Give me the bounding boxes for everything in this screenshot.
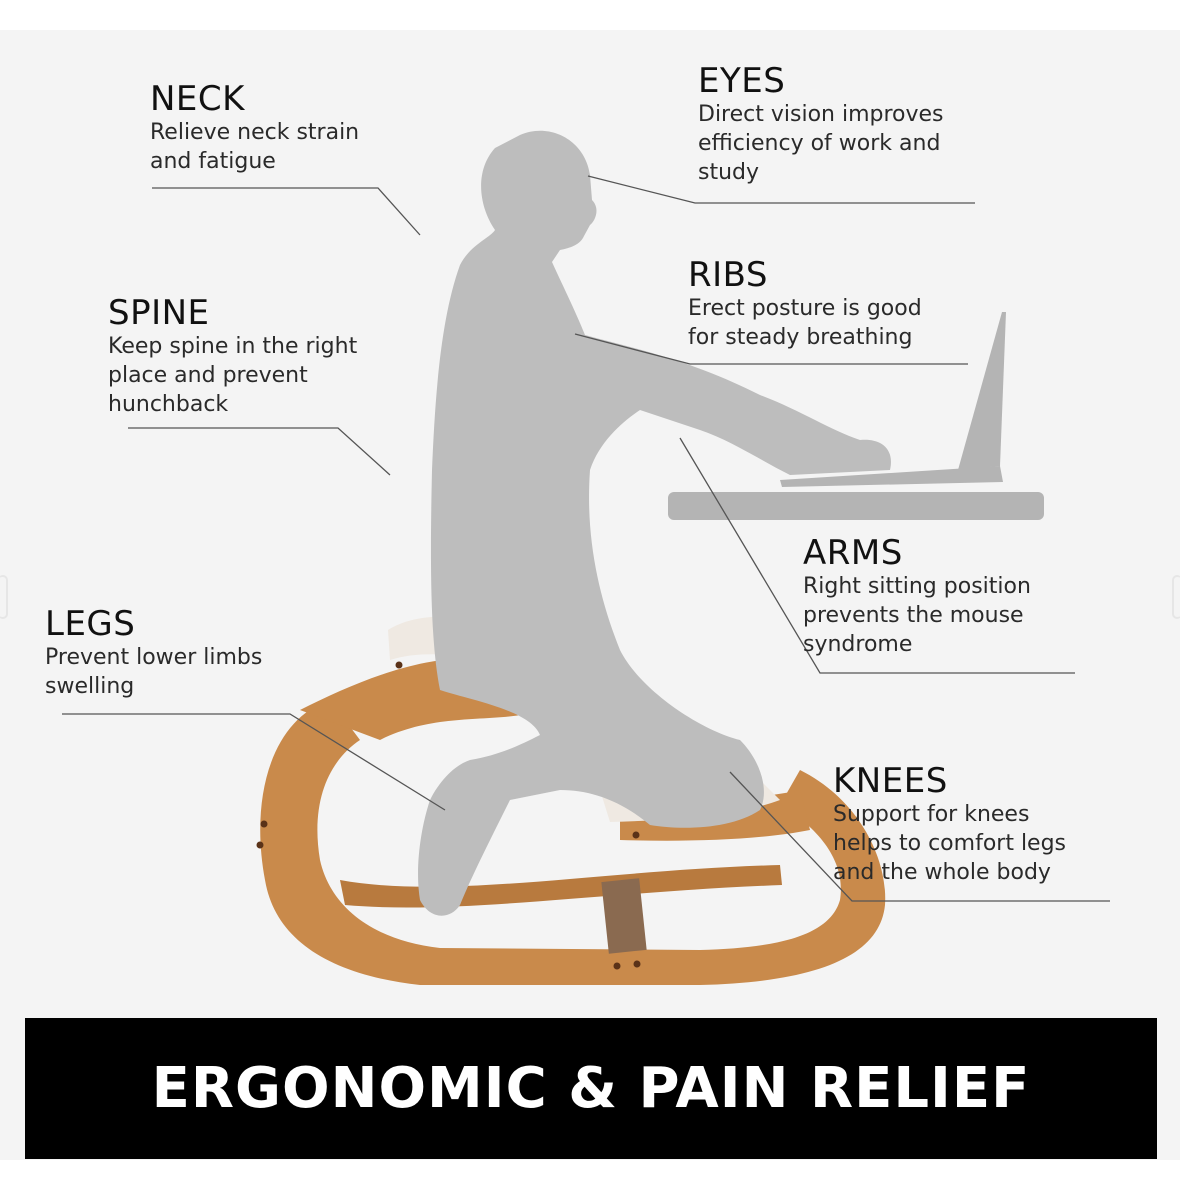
arms-leader-line — [679, 437, 1075, 674]
callout-neck: NECK Relieve neck strain and fatigue — [150, 80, 359, 176]
headline-text: ERGONOMIC & PAIN RELIEF — [151, 1056, 1031, 1121]
callout-knees: KNEES Support for knees helps to comfort… — [833, 762, 1066, 887]
callout-description: Erect posture is good for steady breathi… — [688, 296, 922, 350]
callout-arms: ARMS Right sitting position prevents the… — [803, 534, 1031, 659]
callout-title: LEGS — [45, 604, 136, 644]
person-silhouette-icon — [418, 130, 891, 916]
spine-leader-line — [128, 427, 391, 476]
headline-banner: ERGONOMIC & PAIN RELIEF — [25, 1018, 1157, 1159]
neck-leader-line — [152, 187, 421, 236]
carousel-prev-edge[interactable] — [0, 575, 8, 619]
callout-eyes: EYES Direct vision improves efficiency o… — [698, 62, 944, 187]
legs-leader-line — [62, 713, 446, 811]
callout-description: Relieve neck strain and fatigue — [150, 120, 360, 174]
callout-description: Keep spine in the right place and preven… — [108, 334, 358, 417]
callout-spine: SPINE Keep spine in the right place and … — [108, 294, 357, 419]
callout-title: EYES — [698, 61, 786, 101]
callout-title: SPINE — [108, 293, 210, 333]
knees-leader-line — [729, 771, 1110, 902]
callout-title: KNEES — [833, 761, 948, 801]
callout-description: Prevent lower limbs swelling — [45, 645, 263, 699]
ribs-leader-line — [574, 333, 968, 365]
callout-legs: LEGS Prevent lower limbs swelling — [45, 605, 262, 701]
callout-description: Right sitting position prevents the mous… — [803, 574, 1031, 657]
callout-description: Direct vision improves efficiency of wor… — [698, 102, 944, 185]
carousel-next-edge[interactable] — [1172, 575, 1180, 619]
desk-icon — [668, 492, 1044, 520]
callout-title: NECK — [150, 79, 245, 119]
leader-lines — [62, 175, 1110, 902]
eyes-leader-line — [587, 175, 975, 204]
callout-ribs: RIBS Erect posture is good for steady br… — [688, 256, 922, 352]
callout-title: RIBS — [688, 255, 768, 295]
callout-description: Support for knees helps to comfort legs … — [833, 802, 1067, 885]
callout-title: ARMS — [803, 533, 903, 573]
laptop-icon — [780, 312, 1006, 487]
